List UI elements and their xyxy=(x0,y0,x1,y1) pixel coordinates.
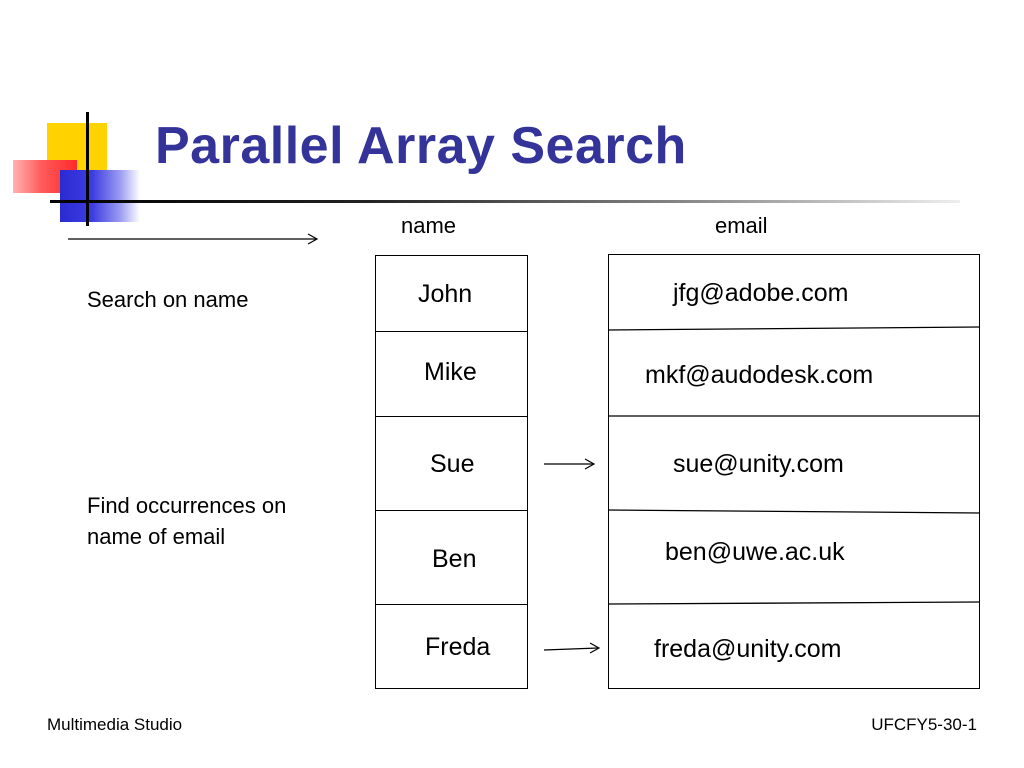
logo-vertical-line xyxy=(86,112,89,226)
name-divider xyxy=(375,331,528,333)
freda-arrow-line xyxy=(543,647,599,651)
name-cell: Sue xyxy=(430,450,475,478)
name-divider xyxy=(375,604,528,606)
slide-title: Parallel Array Search xyxy=(155,117,687,175)
name-divider xyxy=(375,416,528,418)
email-cell: jfg@adobe.com xyxy=(673,279,849,307)
find-occurrences-line-2: name of email xyxy=(87,524,226,549)
email-cell: sue@unity.com xyxy=(673,450,844,478)
name-cell: Freda xyxy=(425,633,491,661)
name-cell: Ben xyxy=(432,545,477,573)
find-occurrences-note: Find occurrences on name of email xyxy=(87,490,286,552)
name-cell: John xyxy=(418,280,473,308)
footer-right: UFCFY5-30-1 xyxy=(871,715,977,734)
name-array-box xyxy=(375,255,528,689)
name-divider xyxy=(375,510,528,512)
name-column-header: name xyxy=(401,213,457,238)
email-cell: ben@uwe.ac.uk xyxy=(665,538,845,566)
logo-blue-square xyxy=(60,170,140,222)
freda-arrow-head xyxy=(589,642,601,654)
find-occurrences-line-1: Find occurrences on xyxy=(87,493,287,518)
title-underline xyxy=(50,200,960,203)
email-array-box xyxy=(608,254,980,689)
footer-left: Multimedia Studio xyxy=(47,715,183,734)
search-on-name-note: Search on name xyxy=(87,287,249,312)
email-column-header: email xyxy=(715,213,768,238)
email-cell: mkf@audodesk.com xyxy=(645,361,874,389)
search-arrow-head xyxy=(307,233,319,245)
name-cell: Mike xyxy=(424,358,477,386)
email-cell: freda@unity.com xyxy=(654,635,842,663)
sue-arrow-head xyxy=(584,458,596,470)
